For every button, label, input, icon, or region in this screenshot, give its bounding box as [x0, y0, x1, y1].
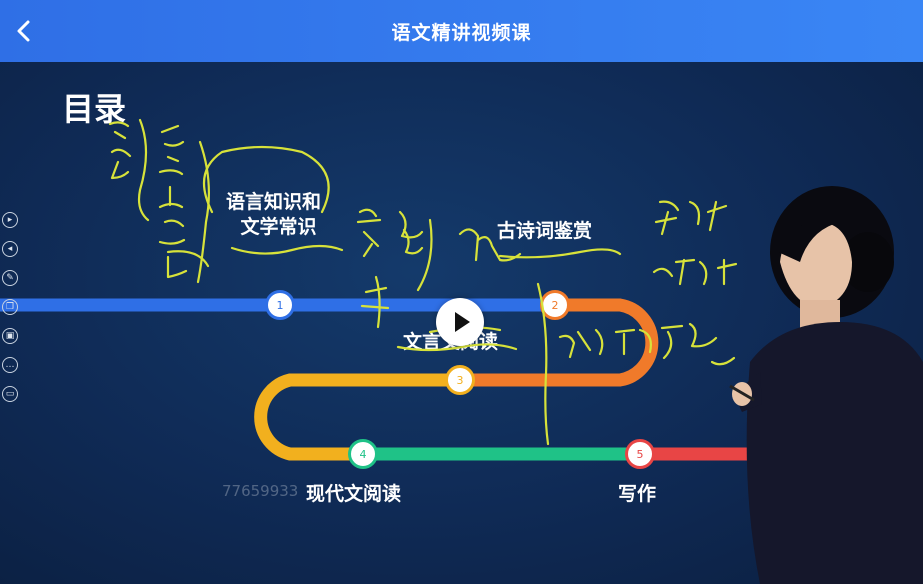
copy-icon[interactable]: ❐ — [2, 299, 18, 315]
topic-node-5: 5 — [625, 439, 655, 469]
play-icon — [455, 312, 470, 332]
watermark: 77659933 — [222, 482, 299, 500]
topic-label-1: 语言知识和 文学常识 — [226, 190, 321, 240]
topic-label-1-line2: 文学常识 — [240, 216, 317, 238]
header-bar: 语文精讲视频课 — [0, 0, 923, 62]
pen-icon[interactable]: ✎ — [2, 270, 18, 286]
page-title: 语文精讲视频课 — [391, 22, 532, 44]
topic-label-1-line1: 语言知识和 — [226, 191, 322, 213]
topic-label-5: 写作 — [618, 483, 657, 505]
topic-node-2: 2 — [540, 290, 570, 320]
topic-label-2: 古诗词鉴赏 — [497, 220, 593, 242]
more-icon[interactable]: … — [2, 357, 18, 373]
rewind-icon[interactable]: ◂ — [2, 241, 18, 257]
play-icon[interactable]: ▸ — [2, 212, 18, 228]
topic-label-4: 现代文阅读 — [306, 483, 402, 505]
screen-icon[interactable]: ▭ — [2, 386, 18, 402]
topic-node-1: 1 — [265, 290, 295, 320]
image-icon[interactable]: ▣ — [2, 328, 18, 344]
topic-node-3: 3 — [445, 365, 475, 395]
track-segment-yellow — [254, 373, 460, 461]
presenter-figure — [729, 186, 923, 584]
video-player[interactable]: 目录 1 2 3 4 5 语言知识和 文学常识 古诗词鉴赏 文言文阅读 现代文阅… — [0, 62, 923, 584]
side-toolbar: ▸ ◂ ✎ ❐ ▣ … ▭ — [2, 212, 20, 415]
chevron-left-icon[interactable] — [10, 17, 38, 45]
topic-node-4: 4 — [348, 439, 378, 469]
handwriting-annotations — [108, 118, 738, 446]
play-button[interactable] — [436, 298, 484, 346]
